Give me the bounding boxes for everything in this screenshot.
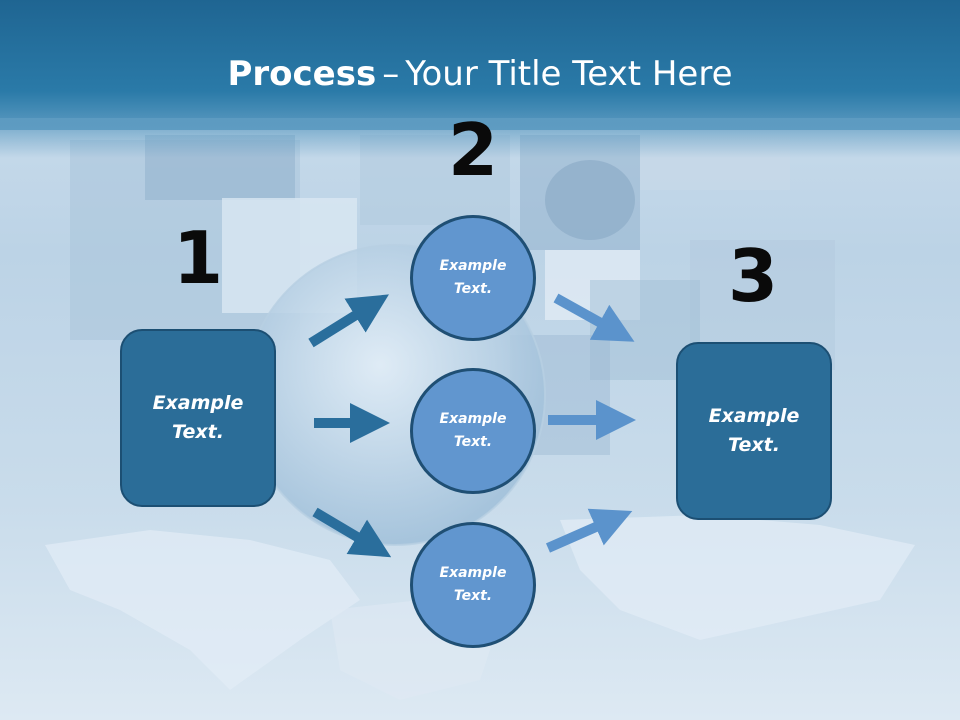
step-2-circle-bottom-text: Example Text. xyxy=(439,565,507,604)
arrow-1-to-top xyxy=(308,294,389,348)
step-number-1: 1 xyxy=(172,216,224,300)
step-2-circle-top: Example Text. xyxy=(410,215,536,341)
step-number-3: 3 xyxy=(727,234,779,318)
title-bar xyxy=(0,0,960,130)
step-2-circle-middle: Example Text. xyxy=(410,368,536,494)
slide-title: Process–Your Title Text Here xyxy=(0,52,960,96)
step-number-2: 2 xyxy=(447,108,499,192)
arrow-1-to-bottom xyxy=(312,507,392,558)
step-1-text: Example Text. xyxy=(152,392,244,443)
title-dash: – xyxy=(382,54,400,94)
step-2-circle-bottom: Example Text. xyxy=(410,522,536,648)
step-1-box: Example Text. xyxy=(120,329,276,507)
title-rest: Your Title Text Here xyxy=(405,54,733,94)
step-2-circle-middle-text: Example Text. xyxy=(439,411,507,450)
title-bold-part: Process xyxy=(227,54,377,94)
step-3-box: Example Text. xyxy=(676,342,832,520)
step-2-circle-top-text: Example Text. xyxy=(439,258,507,297)
arrow-top-to-3 xyxy=(553,293,635,342)
title-bar-fade xyxy=(0,118,960,158)
step-3-text: Example Text. xyxy=(708,405,800,456)
arrow-bottom-to-3 xyxy=(545,508,633,553)
